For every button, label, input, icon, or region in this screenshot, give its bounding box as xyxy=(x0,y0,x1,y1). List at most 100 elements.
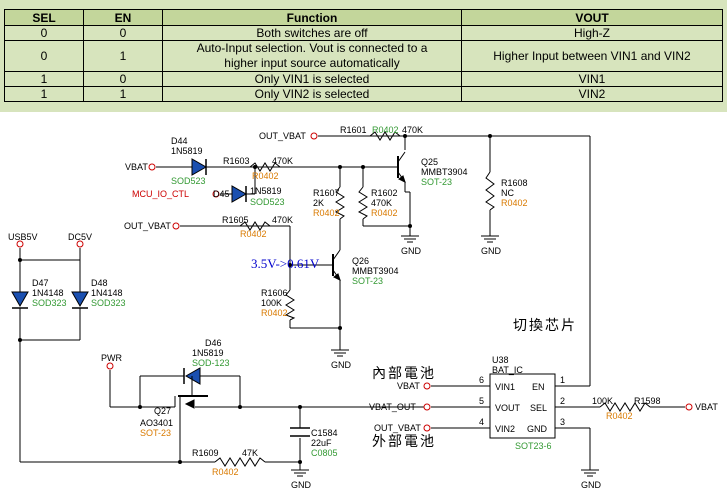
table-row: 0 1 Auto-Input selection. Vout is connec… xyxy=(4,40,723,72)
net-vbat-u38: VBAT xyxy=(397,381,420,391)
gnd-label: GND xyxy=(581,480,602,490)
net-usb5v: USB5V xyxy=(8,232,38,242)
net-port xyxy=(423,403,431,411)
r1609-ref: R1609 xyxy=(192,448,219,458)
r1602-value: 470K xyxy=(371,198,392,208)
u38-pin-gnd: GND xyxy=(527,424,548,434)
u38-pkg: SOT23-6 xyxy=(515,441,552,451)
net-port xyxy=(423,382,431,390)
gnd-symbol xyxy=(401,235,419,243)
r1606-value: 100K xyxy=(261,298,282,308)
d44-ref: D44 xyxy=(171,136,188,146)
cell-sel: 1 xyxy=(4,86,84,102)
d44-symbol xyxy=(191,158,208,176)
gnd-symbols xyxy=(291,235,599,477)
cell-sel: 0 xyxy=(4,40,84,72)
d44-part: 1N5819 xyxy=(171,146,203,156)
q25-ref: Q25 xyxy=(421,157,438,167)
q26-ref: Q26 xyxy=(352,256,369,266)
d45-pkg: SOD523 xyxy=(250,197,285,207)
junction-dots xyxy=(18,134,492,464)
q26-symbol xyxy=(330,249,341,281)
cell-function: Only VIN2 is selected xyxy=(162,86,462,102)
net-pwr: PWR xyxy=(101,353,122,363)
r1602-pkg: R0402 xyxy=(371,208,398,218)
gnd-label: GND xyxy=(331,360,352,370)
d45-part: 1N5819 xyxy=(250,186,282,196)
r1605-pkg: R0402 xyxy=(240,229,267,239)
u38-pin-1: 1 xyxy=(560,375,565,385)
cell-en: 1 xyxy=(83,86,163,102)
net-port xyxy=(310,132,318,140)
truth-table-grid: SEL EN Function VOUT 0 0 Both switches a… xyxy=(4,9,723,102)
net-port xyxy=(423,424,431,432)
u38-pin-5: 5 xyxy=(479,396,484,406)
q26-pkg: SOT-23 xyxy=(352,276,383,286)
r1606-symbol xyxy=(284,289,296,321)
q25-part: MMBT3904 xyxy=(421,167,468,177)
cell-function: Auto-Input selection. Vout is connected … xyxy=(162,40,462,72)
u38-part: BAT_IC xyxy=(492,365,523,375)
d46-pkg: SOD-123 xyxy=(192,358,230,368)
net-port xyxy=(212,190,220,198)
gnd-symbol xyxy=(481,235,499,243)
u38-pin-6: 6 xyxy=(479,375,484,385)
q27-pkg: SOT-23 xyxy=(140,428,171,438)
resistors xyxy=(214,131,651,467)
transistors xyxy=(160,151,406,424)
r1603-symbol xyxy=(249,162,281,172)
gnd-label: GND xyxy=(401,246,422,256)
r1607-value: 2K xyxy=(313,198,324,208)
table-header-row: SEL EN Function VOUT xyxy=(4,9,723,26)
u38-pin-4: 4 xyxy=(479,417,484,427)
cell-function-line2: higher input source automatically xyxy=(224,56,400,70)
r1608-value: NC xyxy=(501,188,514,198)
wires xyxy=(19,135,685,470)
d46-symbol xyxy=(183,367,201,385)
r1603-value: 470K xyxy=(272,156,293,166)
header-vout: VOUT xyxy=(461,9,723,26)
cell-en: 1 xyxy=(83,40,163,72)
d46-ref: D46 xyxy=(205,338,222,348)
c1584-pkg: C0805 xyxy=(311,448,338,458)
q27-part: AO3401 xyxy=(140,418,173,428)
net-mcu-io-ctl: MCU_IO_CTL xyxy=(132,189,189,199)
cell-sel: 1 xyxy=(4,71,84,87)
d48-pkg: SOD323 xyxy=(91,298,126,308)
q26-part: MMBT3904 xyxy=(352,266,399,276)
header-en: EN xyxy=(83,9,163,26)
u38-pin-vin2: VIN2 xyxy=(495,424,515,434)
u38-pin-vin1: VIN1 xyxy=(495,382,515,392)
cell-vout: VIN2 xyxy=(461,86,723,102)
r1598-symbol xyxy=(599,402,651,412)
table-row: 0 0 Both switches are off High-Z xyxy=(4,25,723,41)
u38-pin-sel: SEL xyxy=(530,403,547,413)
u38-pin-en: EN xyxy=(532,382,545,392)
r1601-symbol xyxy=(369,131,401,141)
net-vbat-out: VBAT_OUT xyxy=(369,402,416,412)
r1598-value: 100K xyxy=(592,396,613,406)
c1584-symbol xyxy=(290,427,310,437)
d47-pkg: SOD323 xyxy=(32,298,67,308)
header-sel: SEL xyxy=(4,9,84,26)
cell-vout: VIN1 xyxy=(461,71,723,87)
gnd-symbol xyxy=(291,469,309,477)
net-out-vbat-u38: OUT_VBAT xyxy=(374,423,421,433)
net-port xyxy=(106,362,114,370)
net-connectors xyxy=(16,132,693,432)
truth-table: SEL EN Function VOUT 0 0 Both switches a… xyxy=(0,0,727,112)
r1609-value: 47K xyxy=(242,448,258,458)
cell-function: Only VIN1 is selected xyxy=(162,71,462,87)
d45-symbol xyxy=(231,185,248,203)
net-vbat-right: VBAT xyxy=(695,402,718,412)
c1584-value: 22uF xyxy=(311,438,332,448)
q25-pkg: SOT-23 xyxy=(421,177,452,187)
schematic: OUT_VBAT VBAT MCU_IO_CTL OUT_VBAT USB5V … xyxy=(8,125,718,490)
r1598-pkg: R0402 xyxy=(606,411,633,421)
c1584-ref: C1584 xyxy=(311,428,338,438)
r1606-ref: R1606 xyxy=(261,288,288,298)
net-port xyxy=(685,403,693,411)
header-function: Function xyxy=(162,9,462,26)
d48-symbol xyxy=(71,291,89,309)
cell-sel: 0 xyxy=(4,25,84,41)
